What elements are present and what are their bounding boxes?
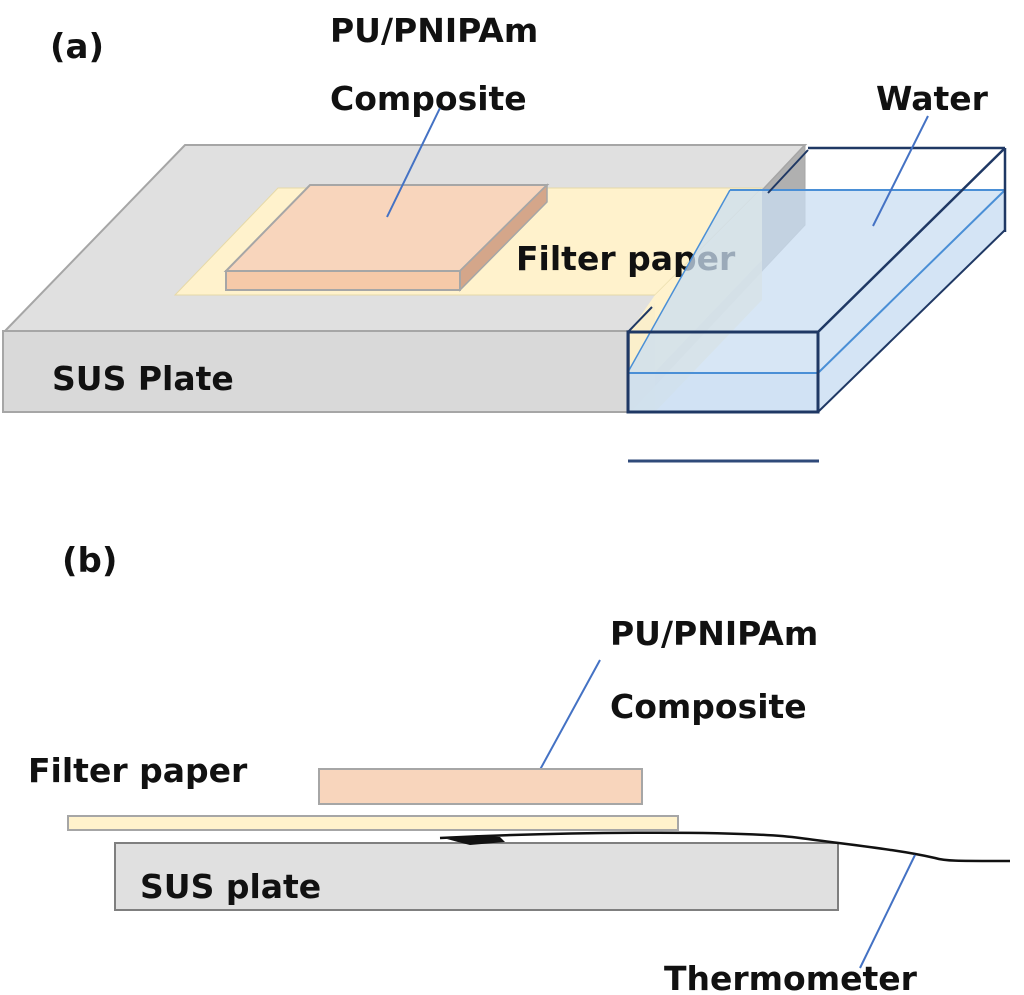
- filter-paper-side-view: [67, 815, 679, 831]
- panel-b: (b) PU/PNIPAm Composite Filter paper SUS…: [28, 541, 1011, 995]
- water-label: Water: [876, 79, 989, 118]
- composite-b-label-line1: PU/PNIPAm: [610, 614, 818, 653]
- composite-leader-line: [386, 107, 441, 218]
- composite-side-view: [318, 768, 643, 805]
- water-container-back-left-edge: [767, 149, 809, 194]
- panel-b-label: (b): [62, 541, 117, 581]
- water-container-bottom-right-edge: [817, 229, 1006, 413]
- water-container-front: [626, 330, 820, 414]
- water-volume-front: [628, 372, 818, 412]
- water-surface-side-line: [817, 189, 1006, 374]
- panel-a: (a) SUS Plate Filter paper: [2, 11, 1007, 463]
- water-surface-left-line: [627, 189, 731, 373]
- thermometer-leader-line: [859, 854, 916, 969]
- water-volume-top: [628, 190, 1005, 372]
- composite-label-line1: PU/PNIPAm: [330, 11, 538, 50]
- filter-paper-b-label: Filter paper: [28, 751, 248, 790]
- sus-plate-front-face: [2, 330, 631, 413]
- thermometer-label: Thermometer: [664, 959, 918, 995]
- sus-plate-side-view: [114, 842, 839, 911]
- water-leader-line: [872, 115, 929, 227]
- panel-a-label: (a): [50, 27, 104, 67]
- composite-b-leader-line: [529, 659, 601, 789]
- composite-b-label-line2: Composite: [610, 687, 807, 726]
- water-volume-side: [818, 190, 1005, 412]
- water-container-top-right-edge: [817, 147, 1006, 333]
- sus-plate-b-label: SUS plate: [140, 867, 321, 906]
- composite-label-line2: Composite: [330, 79, 527, 118]
- water-container-left-edge: [627, 306, 653, 333]
- sus-plate-label: SUS Plate: [52, 359, 234, 398]
- thermometer-probe-tip: [447, 835, 505, 845]
- composite-front-face: [225, 270, 461, 291]
- thermometer-wire: [439, 831, 1011, 863]
